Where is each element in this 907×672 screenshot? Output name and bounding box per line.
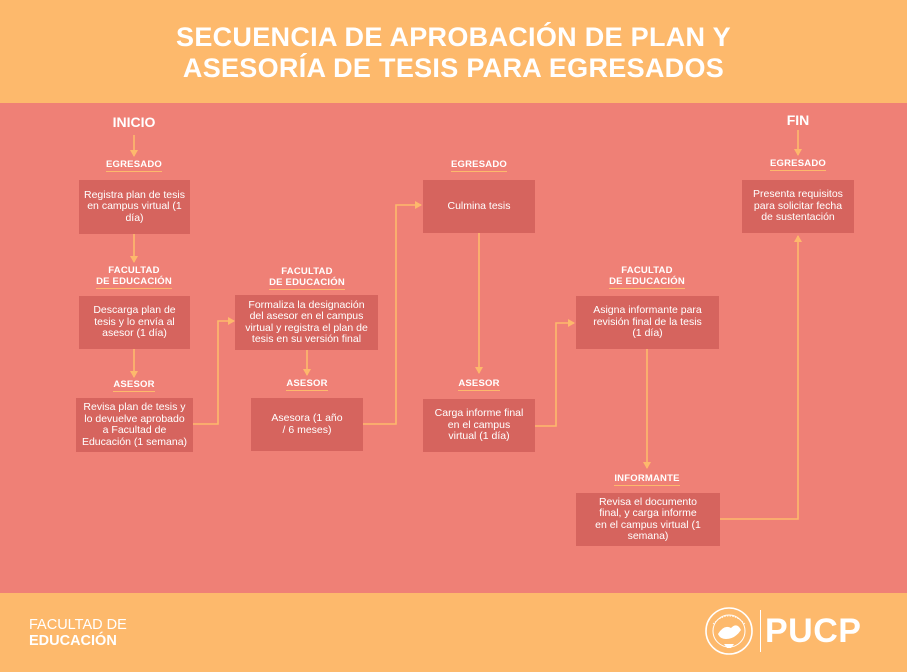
role-label: FACULTAD DE EDUCACIÓN — [572, 265, 722, 289]
step-download-plan: Descarga plan de tesis y lo envía al ase… — [79, 296, 190, 349]
role-line: ASESOR — [458, 378, 500, 391]
role-line: ASESOR — [113, 379, 155, 392]
role-line: ASESOR — [286, 378, 328, 391]
role-label: EGRESADO — [59, 159, 209, 172]
pucp-seal-icon — [705, 607, 753, 655]
end-label: FIN — [786, 112, 810, 128]
role-label: FACULTAD DE EDUCACIÓN — [232, 266, 382, 290]
connector-5-6 — [363, 201, 422, 425]
connector-3-4 — [193, 317, 235, 425]
role-label: ASESOR — [59, 379, 209, 392]
connector-9-10 — [720, 235, 802, 520]
title-line-1: SECUENCIA DE APROBACIÓN DE PLAN Y — [176, 22, 731, 52]
faculty-logo: FACULTAD DE EDUCACIÓN — [29, 617, 127, 649]
role-line: INFORMANTE — [614, 473, 680, 486]
pucp-wordmark: PUCP — [765, 612, 862, 650]
step-advise: Asesora (1 año / 6 meses) — [251, 398, 363, 451]
step-register-plan: Registra plan de tesis en campus virtual… — [79, 180, 190, 234]
role-line: DE EDUCACIÓN — [96, 276, 172, 289]
step-upload-report: Carga informe final en el campus virtual… — [423, 399, 535, 452]
step-assign-reviewer: Asigna informante para revisión final de… — [576, 296, 719, 349]
step-finish-thesis: Culmina tesis — [423, 180, 535, 233]
role-line: EGRESADO — [451, 159, 507, 172]
role-line: FACULTAD — [108, 265, 160, 276]
start-label: INICIO — [112, 114, 156, 130]
faculty-logo-line-1: FACULTAD DE — [29, 617, 127, 633]
step-request-defense: Presenta requisitos para solicitar fecha… — [742, 180, 854, 233]
role-label: INFORMANTE — [572, 473, 722, 486]
role-line: DE EDUCACIÓN — [609, 276, 685, 289]
footer — [0, 593, 907, 672]
role-line: DE EDUCACIÓN — [269, 277, 345, 290]
step-review-plan: Revisa plan de tesis y lo devuelve aprob… — [76, 398, 193, 452]
role-label: ASESOR — [404, 378, 554, 391]
role-label: FACULTAD DE EDUCACIÓN — [59, 265, 209, 289]
logo-separator — [760, 610, 761, 652]
role-line: FACULTAD — [621, 265, 673, 276]
title-line-2: ASESORÍA DE TESIS PARA EGRESADOS — [182, 53, 725, 83]
connector-7-8 — [535, 319, 575, 427]
faculty-logo-line-2: EDUCACIÓN — [29, 633, 117, 649]
role-label: EGRESADO — [723, 158, 873, 171]
header: SECUENCIA DE APROBACIÓN DE PLAN Y ASESOR… — [0, 0, 907, 103]
page-title: SECUENCIA DE APROBACIÓN DE PLAN Y ASESOR… — [0, 22, 907, 84]
role-label: EGRESADO — [404, 159, 554, 172]
step-formalize-advisor: Formaliza la designación del asesor en e… — [235, 295, 378, 350]
role-label: ASESOR — [232, 378, 382, 391]
role-line: FACULTAD — [281, 266, 333, 277]
role-line: EGRESADO — [106, 159, 162, 172]
step-final-review: Revisa el documento final, y carga infor… — [576, 493, 720, 546]
role-line: EGRESADO — [770, 158, 826, 171]
